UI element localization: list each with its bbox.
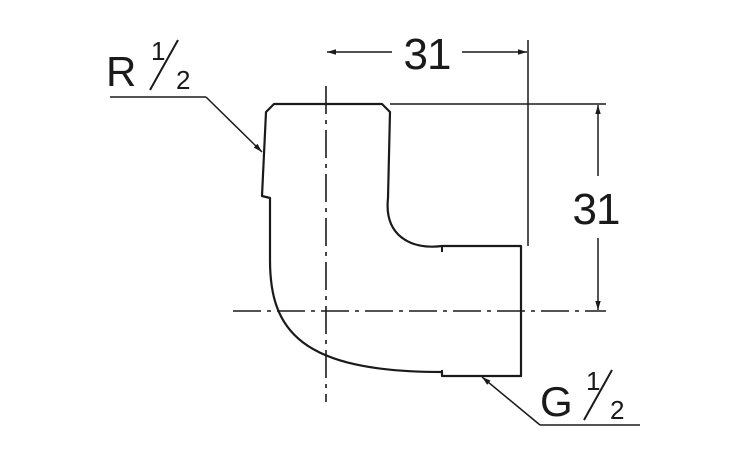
female-thread-denominator: 2	[610, 395, 624, 425]
male-thread-fraction-slash	[149, 39, 179, 91]
female-thread-fraction-slash	[583, 369, 613, 421]
female-thread-leader-arrow	[481, 376, 541, 426]
male-thread-letter: R	[106, 48, 136, 95]
male-thread-numerator: 1	[151, 36, 165, 66]
female-thread-letter: G	[540, 378, 573, 425]
horizontal-dimension-value: 31	[404, 30, 451, 79]
female-thread-numerator: 1	[586, 366, 600, 396]
male-thread-denominator: 2	[176, 65, 190, 95]
vertical-dimension-value: 31	[573, 185, 620, 234]
male-thread-leader-arrow	[205, 96, 263, 153]
fitting-outline	[260, 102, 523, 378]
